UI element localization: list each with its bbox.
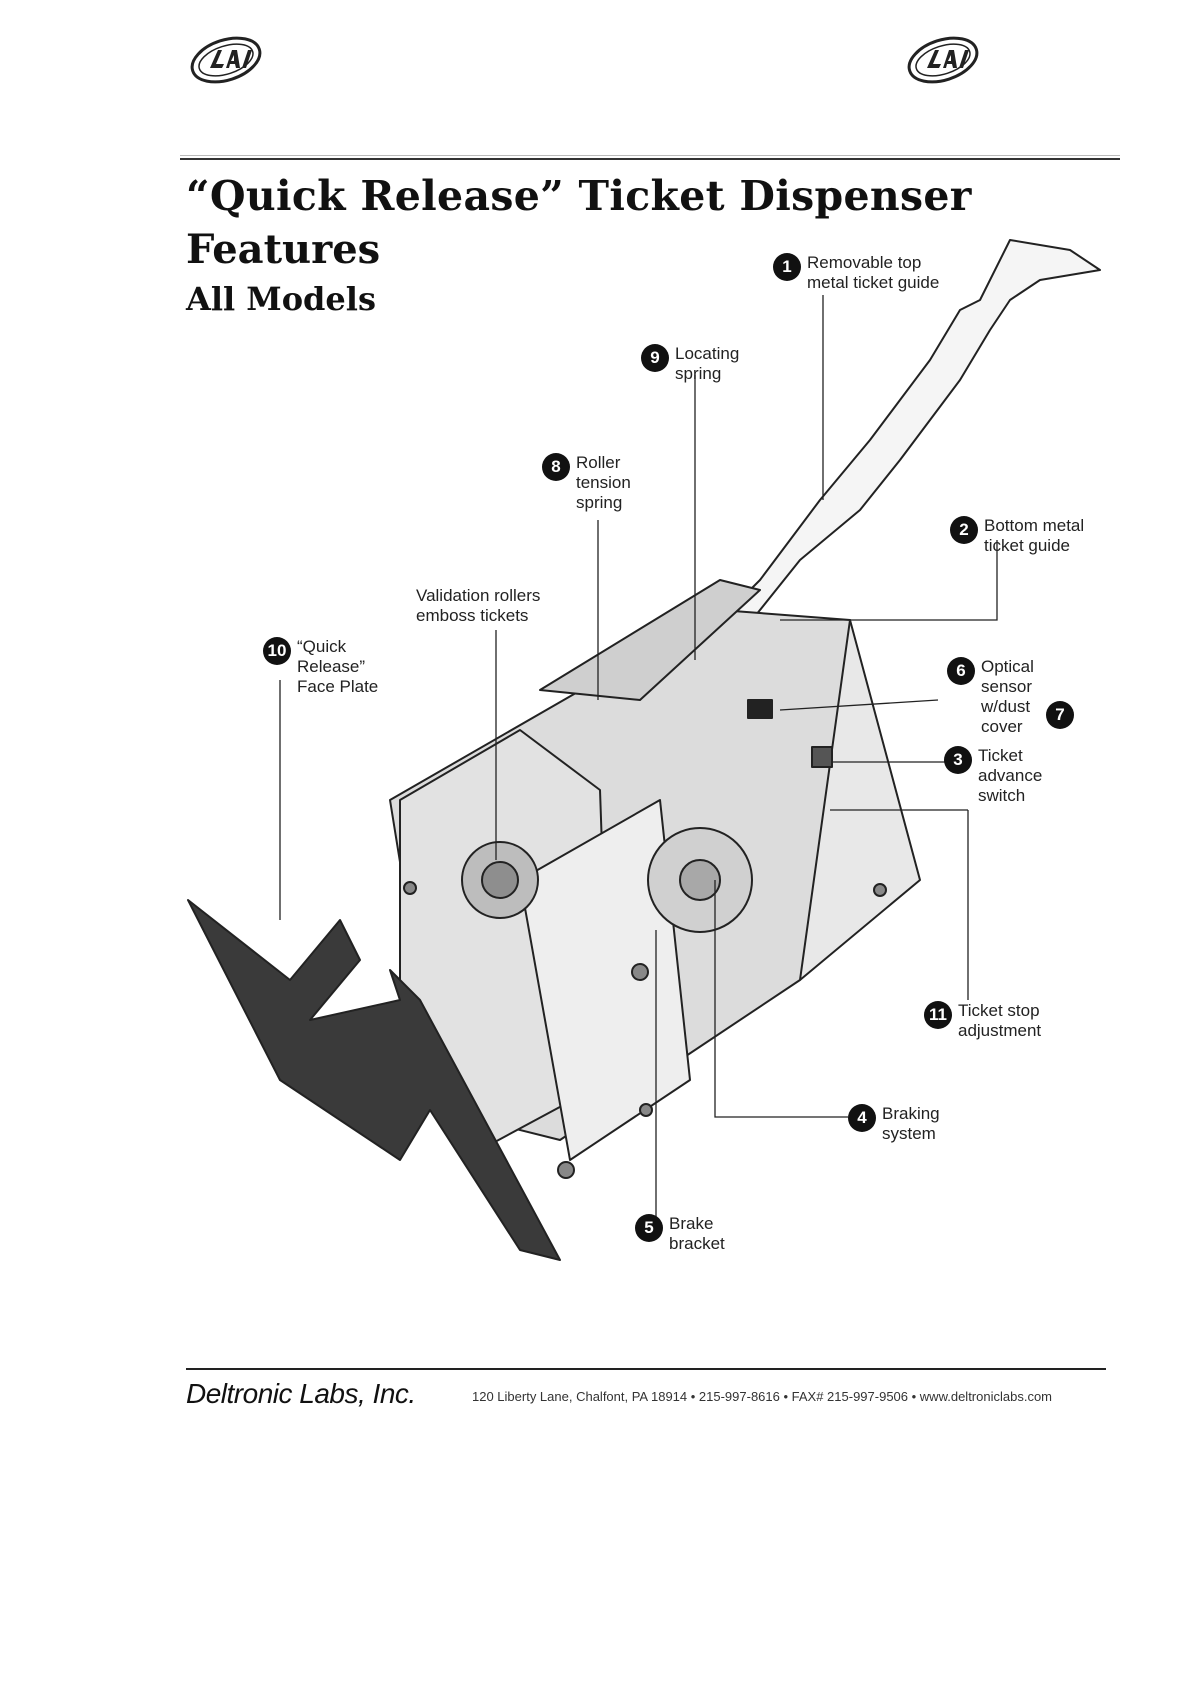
- callout-text: Brake bracket: [669, 1214, 725, 1253]
- callout-badge: 10: [263, 637, 291, 665]
- callout-6: 6 Optical sensor w/dust cover: [947, 657, 1034, 737]
- callout-2: 2 Bottom metal ticket guide: [950, 516, 1084, 556]
- callout-validation-rollers: Validation rollers emboss tickets: [416, 586, 540, 626]
- optical-sensor: [747, 699, 773, 719]
- callout-11: 11 Ticket stop adjustment: [924, 1001, 1041, 1041]
- callout-badge: 2: [950, 516, 978, 544]
- header-rule-thin: [180, 155, 1120, 156]
- lai-logo: [190, 36, 262, 84]
- callout-badge: 11: [924, 1001, 952, 1029]
- callout-text: Ticket advance switch: [978, 746, 1043, 805]
- lai-logo: [907, 36, 979, 84]
- footer-rule: [186, 1368, 1106, 1370]
- callout-text: Braking system: [882, 1104, 940, 1143]
- callout-3: 3 Ticket advance switch: [944, 746, 1042, 806]
- subtitle-models: All Models: [186, 280, 376, 318]
- page-title: “Quick Release” Ticket Dispenser: [186, 172, 972, 220]
- company-name: Deltronic Labs, Inc.: [186, 1378, 416, 1409]
- top-arm: [539, 579, 761, 701]
- callout-badge: 6: [947, 657, 975, 685]
- callout-10: 10 “Quick Release” Face Plate: [263, 637, 378, 697]
- callout-badge: 4: [848, 1104, 876, 1132]
- callout-badge: 7: [1046, 701, 1074, 729]
- ticket-advance-switch: [811, 746, 833, 768]
- callout-badge: 8: [542, 453, 570, 481]
- callout-text: Locating spring: [675, 344, 740, 383]
- callout-badge: 9: [641, 344, 669, 372]
- callout-badge: 5: [635, 1214, 663, 1242]
- callout-text: Removable top metal ticket guide: [807, 253, 940, 292]
- callout-text: Validation rollers emboss tickets: [416, 586, 541, 625]
- subtitle-features: Features: [186, 226, 381, 273]
- callout-text: Optical sensor w/dust cover: [981, 657, 1034, 736]
- brake-bracket-plate: [519, 799, 691, 1161]
- callout-9: 9 Locating spring: [641, 344, 739, 384]
- callout-8: 8 Roller tension spring: [542, 453, 631, 513]
- callout-text: “Quick Release” Face Plate: [297, 637, 379, 696]
- company-address: 120 Liberty Lane, Chalfont, PA 18914 • 2…: [472, 1389, 1053, 1404]
- header-rule: [180, 158, 1120, 160]
- callout-7: 7: [1046, 701, 1074, 729]
- callout-5: 5 Brake bracket: [635, 1214, 725, 1254]
- callout-4: 4 Braking system: [848, 1104, 940, 1144]
- callout-1: 1 Removable top metal ticket guide: [773, 253, 939, 293]
- ticket-strip: [699, 239, 1101, 661]
- callout-text: Ticket stop adjustment: [958, 1001, 1042, 1040]
- callout-text: Bottom metal ticket guide: [984, 516, 1085, 555]
- callout-text: Roller tension spring: [576, 453, 631, 512]
- callout-badge: 3: [944, 746, 972, 774]
- face-plate: [187, 899, 561, 1261]
- callout-badge: 1: [773, 253, 801, 281]
